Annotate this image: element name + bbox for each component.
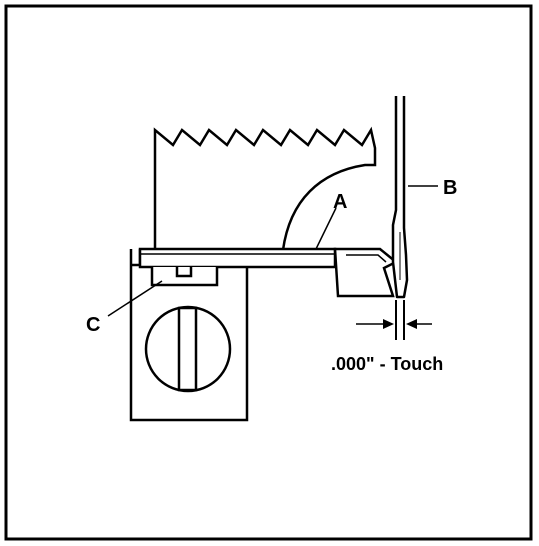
slide-bar [138, 247, 337, 269]
notched-block [150, 267, 219, 287]
adjusting-screw [144, 305, 232, 393]
leader-c [107, 280, 163, 317]
leader-a [315, 207, 337, 250]
label-c: C [86, 314, 100, 336]
clearance-indicator [356, 300, 432, 340]
label-b: B [443, 177, 457, 199]
clearance-caption: .000" - Touch [331, 354, 443, 374]
needle [391, 96, 409, 299]
label-a: A [333, 191, 347, 213]
feed-dog [153, 126, 377, 251]
outer-frame [4, 4, 533, 541]
hook-point [333, 247, 399, 298]
